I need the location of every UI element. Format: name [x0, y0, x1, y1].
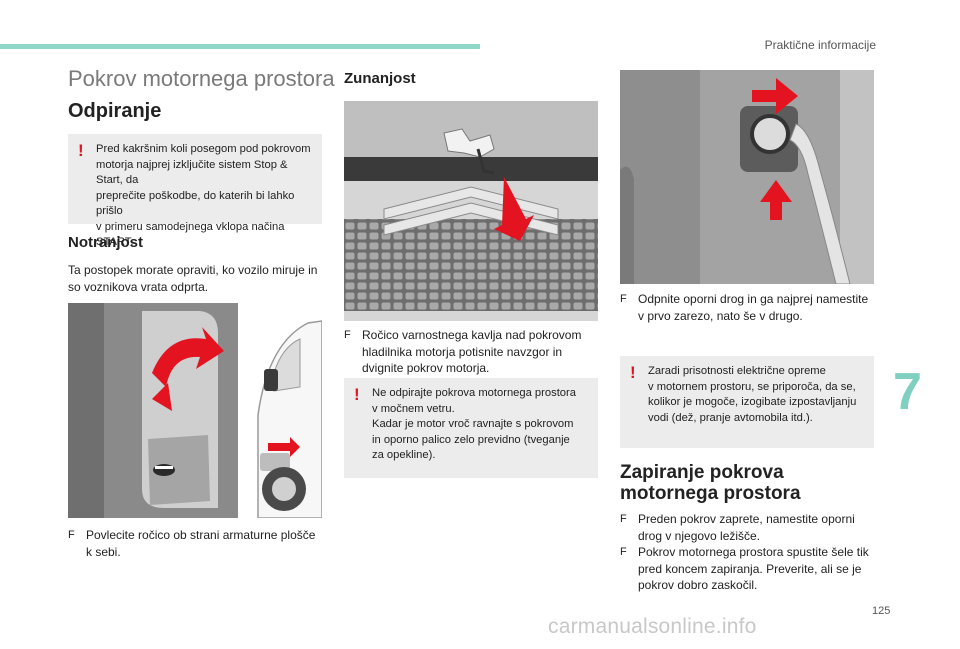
watermark: carmanualsonline.info — [548, 615, 757, 638]
bullet-icon: F — [620, 546, 627, 558]
warning-icon: ! — [354, 385, 360, 404]
inside-step-text: Povlecite ročico ob strani armaturne plo… — [86, 528, 316, 559]
prop-step-text: Odpnite oporni drog in ga najprej namest… — [638, 292, 869, 323]
closing-heading-line1: Zapiranje pokrova — [620, 462, 784, 483]
prop-rod-image — [620, 70, 874, 284]
warning-text: Ne odpirajte pokrova motornega prostora … — [372, 387, 576, 461]
electrical-warning: ! Zaradi prisotnosti električne opreme v… — [620, 356, 874, 448]
bullet-icon: F — [620, 293, 627, 305]
page-title: Pokrov motornega prostora — [68, 66, 335, 91]
closing-heading-line2: motornega prostora — [620, 483, 801, 504]
opening-heading: Odpiranje — [68, 100, 162, 122]
inside-heading: Notranjost — [68, 234, 143, 251]
warning-text: Zaradi prisotnosti električne opreme v m… — [648, 365, 857, 424]
closing-step-2: F Pokrov motornega prostora spustite šel… — [620, 544, 876, 594]
grille-illustration — [344, 101, 598, 321]
warning-text: Pred kakršnim koli posegom pod pokrovom … — [96, 143, 311, 248]
inside-step: F Povlecite ročico ob strani armaturne p… — [68, 527, 324, 560]
closing-step-1: F Preden pokrov zaprete, namestite oporn… — [620, 511, 876, 544]
closing-step-text: Preden pokrov zaprete, namestite oporni … — [638, 512, 855, 543]
header-accent-bar — [0, 44, 480, 49]
prop-step: F Odpnite oporni drog in ga najprej name… — [620, 291, 876, 324]
closing-heading: Zapiranje pokrova motornega prostora — [620, 462, 801, 504]
warning-icon: ! — [78, 141, 84, 160]
outside-step-text: Ročico varnostnega kavlja nad pokrovom h… — [362, 328, 582, 375]
closing-step-text: Pokrov motornega prostora spustite šele … — [638, 545, 869, 592]
interior-lever-illustration — [68, 303, 322, 518]
bullet-icon: F — [620, 513, 627, 525]
section-title: Praktične informacije — [764, 38, 876, 52]
bullet-icon: F — [68, 529, 75, 541]
stop-start-warning: ! Pred kakršnim koli posegom pod pokrovo… — [68, 134, 322, 248]
inside-text: Ta postopek morate opraviti, ko vozilo m… — [68, 263, 318, 294]
outside-heading: Zunanjost — [344, 70, 416, 87]
page-number: 125 — [872, 605, 891, 617]
interior-release-image — [68, 303, 322, 518]
grille-image — [344, 101, 598, 321]
bullet-icon: F — [344, 329, 351, 341]
warning-icon: ! — [630, 363, 636, 382]
prop-rod-illustration — [620, 70, 874, 284]
chapter-number: 7 — [893, 363, 922, 421]
outside-step: F Ročico varnostnega kavlja nad pokrovom… — [344, 327, 600, 377]
wind-warning: ! Ne odpirajte pokrova motornega prostor… — [344, 378, 598, 478]
